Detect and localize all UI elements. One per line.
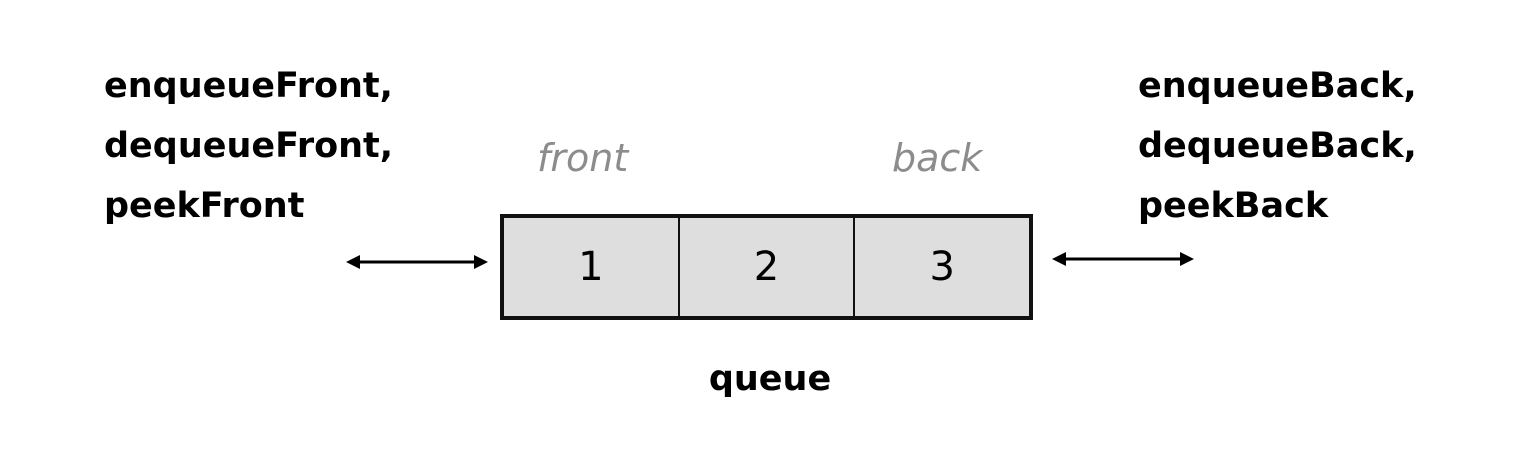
enqueue-front-label: enqueueFront,	[104, 66, 393, 106]
peek-back-label: peekBack	[1138, 186, 1329, 226]
enqueue-back-label: enqueueBack,	[1138, 66, 1417, 106]
front-double-arrow-icon	[346, 255, 488, 269]
front-operations-list: enqueueFront, dequeueFront, peekFront	[104, 56, 393, 236]
queue-cell: 2	[679, 218, 856, 316]
back-operations-list: enqueueBack, dequeueBack, peekBack	[1138, 56, 1417, 236]
dequeue-front-label: dequeueFront,	[104, 126, 394, 166]
dequeue-back-label: dequeueBack,	[1138, 126, 1417, 166]
queue-caption: queue	[708, 359, 832, 399]
front-label: front	[537, 136, 629, 180]
back-label: back	[892, 136, 983, 180]
queue-cell: 3	[855, 218, 1030, 316]
queue-box: 1 2 3	[500, 214, 1033, 320]
back-double-arrow-icon	[1052, 252, 1194, 266]
queue-cell: 1	[504, 218, 680, 316]
peek-front-label: peekFront	[104, 186, 305, 226]
